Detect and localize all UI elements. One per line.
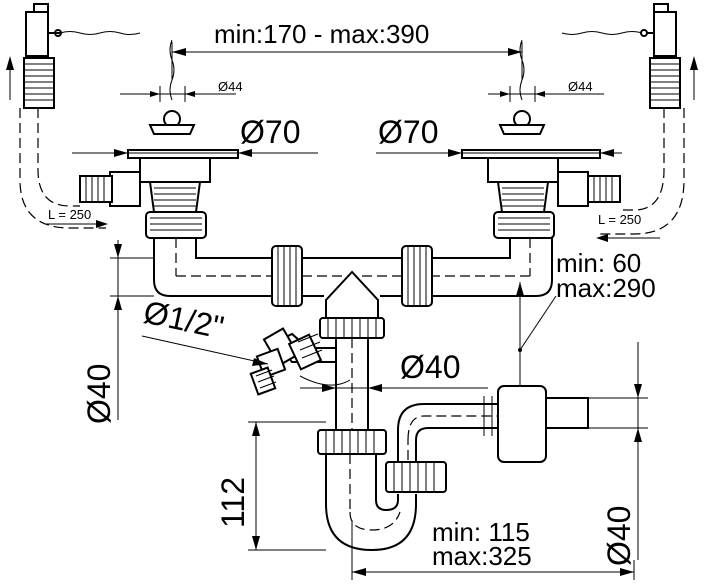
trap-offset-min-label: min: 115 — [432, 517, 530, 547]
coupling-left — [271, 245, 303, 307]
appliance-connector — [249, 327, 351, 396]
waste-arm-left — [153, 238, 276, 297]
overflow-diameter-right-label: Ø44 — [568, 79, 593, 94]
trap-depth-label: 112 — [215, 477, 251, 528]
hose-right — [600, 108, 685, 235]
trap-offset: min: 115 max:325 — [351, 517, 635, 580]
trap-top-nut — [317, 429, 387, 455]
strainer-diameter-left-label: Ø70 — [240, 114, 300, 150]
waste-arm-right — [430, 238, 553, 297]
overflow-left — [23, 3, 141, 109]
coupling-right — [401, 245, 433, 307]
chain-right — [519, 39, 525, 101]
waste-diameter-left: Ø40 — [81, 240, 154, 424]
hose-length-right: L = 250 — [596, 56, 698, 242]
trap-outlet-pipe — [397, 385, 589, 463]
overflow-diameter-left-label: Ø44 — [218, 79, 243, 94]
strainer-diameter-right-label: Ø70 — [378, 114, 438, 150]
trunk-nut — [319, 317, 385, 339]
waste-diameter-left-label: Ø40 — [81, 364, 117, 424]
outlet-diameter-right: Ø40 — [588, 342, 648, 566]
overflow-diameter-right: Ø44 — [488, 79, 604, 102]
strainer-diameter-left: Ø70 — [72, 114, 318, 157]
hose-length-right-label: L = 250 — [598, 212, 641, 227]
hose-left-inner — [37, 108, 80, 207]
trap-outlet-nut — [385, 461, 447, 493]
outlet-diameter-right-label: Ø40 — [601, 506, 637, 566]
outlet-height: min: 60 max:290 — [516, 248, 656, 432]
chain-left — [169, 39, 175, 101]
hose-right-inner — [620, 108, 665, 211]
tee-cone — [325, 270, 379, 319]
span-label: min:170 - max:390 — [214, 19, 429, 49]
tee-horizontal — [302, 257, 402, 297]
trunk-diameter-label: Ø40 — [400, 349, 460, 385]
outlet-height-max-label: max:290 — [556, 273, 656, 303]
appliance-connector-label: Ø1/2" — [141, 294, 227, 346]
hose-length-left-label: L = 250 — [48, 207, 91, 222]
overflow-diameter-left: Ø44 — [120, 79, 243, 102]
hose-left — [19, 108, 106, 229]
outlet-height-min-label: min: 60 — [556, 248, 641, 278]
overflow-right — [561, 3, 681, 109]
hose-length-left: L = 250 — [6, 56, 108, 228]
trap-depth: 112 — [215, 421, 326, 551]
strainer-right — [461, 110, 621, 239]
trap-offset-max-label: max:325 — [432, 541, 532, 571]
strainer-left — [79, 110, 239, 239]
strainer-diameter-right: Ø70 — [376, 114, 622, 157]
span-dimension: min:170 - max:390 — [171, 19, 523, 80]
appliance-connector-dimension: Ø1/2" — [141, 294, 269, 366]
trunk-diameter: Ø40 — [300, 349, 488, 392]
